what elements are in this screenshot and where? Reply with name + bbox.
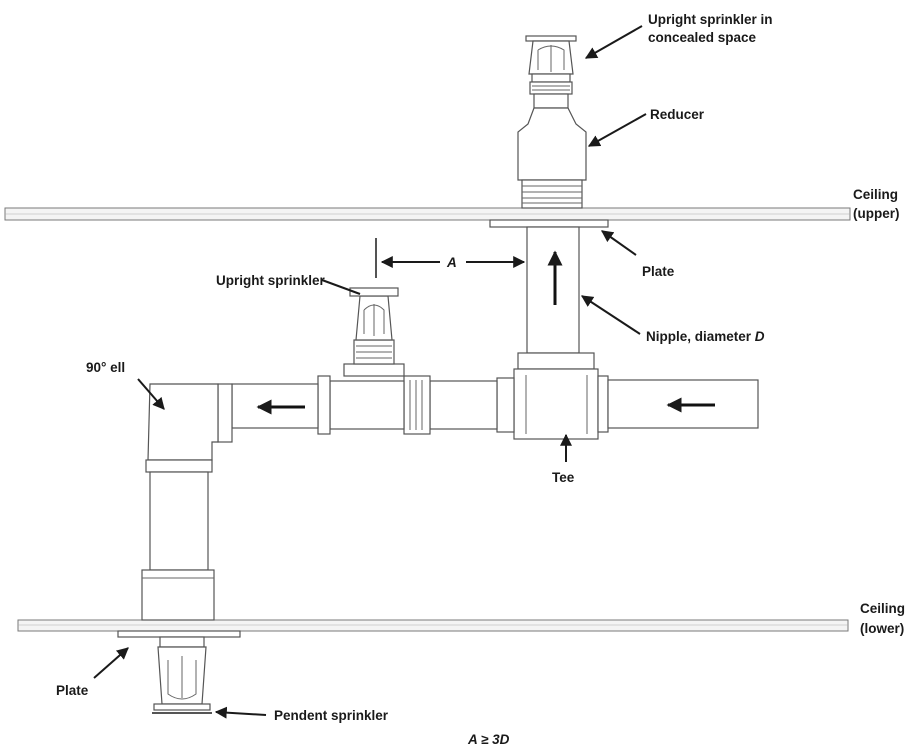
label-upright-concealed-2: concealed space (648, 30, 757, 45)
reducer (517, 107, 587, 181)
branch-pipe (231, 375, 515, 435)
dimension-a-label: A (446, 255, 457, 270)
label-pendent-sprinkler: Pendent sprinkler (274, 708, 389, 723)
sprinkler-icon (525, 35, 577, 109)
label-plate-upper: Plate (642, 264, 675, 279)
label-reducer: Reducer (650, 107, 705, 122)
label-nipple: Nipple, diameter D (646, 329, 765, 344)
drop-pipe (141, 459, 215, 621)
leader-plate-lower (93, 647, 129, 679)
tee (513, 352, 599, 440)
label-plate-lower: Plate (56, 683, 89, 698)
label-upright-sprinkler: Upright sprinkler (216, 273, 326, 288)
ceiling-lower (17, 619, 849, 632)
label-ceiling-upper-1: Ceiling (853, 187, 898, 202)
nipple (526, 226, 580, 354)
leader-pendent (214, 706, 267, 719)
ell-90 (147, 383, 233, 461)
label-ell: 90° ell (86, 360, 125, 375)
label-tee: Tee (552, 470, 575, 485)
sprinkler-icon (343, 287, 405, 377)
plate-lower (117, 630, 241, 638)
formula: A ≥ 3D (467, 732, 510, 747)
leader-plate-upper (601, 230, 637, 256)
label-ceiling-lower-2: (lower) (860, 621, 904, 636)
ceiling-upper (4, 207, 851, 221)
leader-nipple (580, 295, 641, 335)
label-upright-concealed-1: Upright sprinkler in (648, 12, 773, 27)
sprinkler-icon (152, 636, 212, 714)
leader-ell (137, 378, 165, 410)
label-ceiling-upper-2: (upper) (853, 206, 900, 221)
leader-upright-sprinkler (321, 279, 361, 295)
leader-upright-concealed (584, 25, 643, 59)
reducer-coupling (521, 179, 583, 209)
plate-upper (489, 219, 609, 228)
leader-reducer (587, 113, 647, 147)
dimension-a (375, 238, 526, 278)
label-ceiling-lower-1: Ceiling (860, 601, 905, 616)
